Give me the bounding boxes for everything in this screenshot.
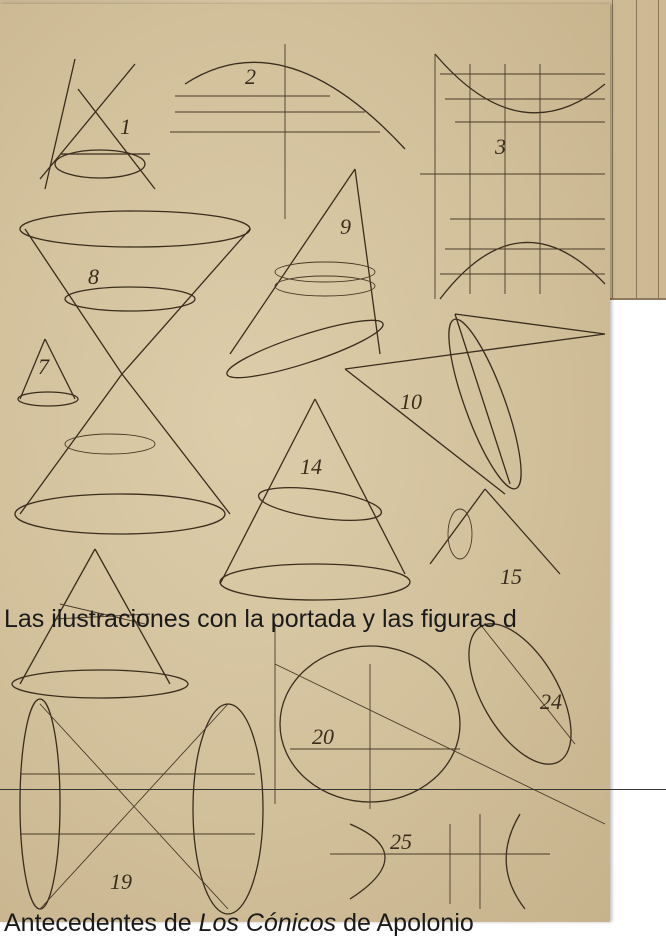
figure-number: 25 <box>390 829 412 854</box>
figure-8: 8 <box>14 210 251 535</box>
figure-number: 10 <box>400 389 422 414</box>
figure-25: 25 <box>330 813 550 910</box>
section-divider <box>0 789 666 790</box>
section-heading-suffix: de Apolonio <box>336 909 474 937</box>
figure-number: 7 <box>38 354 50 379</box>
page-rule-line <box>636 0 637 300</box>
conic-figures-drawing: 1 2 3 8 7 <box>11 44 606 915</box>
figure-number: 19 <box>110 869 132 894</box>
figure-7: 7 <box>17 338 79 407</box>
figure-24: 24 <box>468 623 576 765</box>
figure-20: 20 <box>274 624 606 825</box>
figure-19: 19 <box>19 698 264 915</box>
figure-number: 3 <box>494 134 506 159</box>
section-heading-prefix: Antecedentes de <box>4 909 199 937</box>
figure-number: 2 <box>245 64 256 89</box>
figure-9: 9 <box>226 168 384 379</box>
page-rule-line <box>612 0 613 300</box>
figure-14: 14 <box>219 398 411 601</box>
figure-number: 20 <box>312 724 334 749</box>
figure-number: 24 <box>540 689 562 714</box>
figure-1: 1 <box>39 58 156 190</box>
figure-10: 10 <box>344 313 606 495</box>
figure-2: 2 <box>170 44 406 219</box>
figure-number: 15 <box>500 564 522 589</box>
figure-15: 15 <box>429 488 561 589</box>
page-rule-line <box>658 0 659 300</box>
figure-number: 9 <box>340 214 351 239</box>
figure-lower-left <box>11 548 189 699</box>
figure-number: 8 <box>88 264 99 289</box>
section-heading: Antecedentes de Los Cónicos de Apolonio <box>4 908 474 938</box>
figure-number: 1 <box>120 114 131 139</box>
figure-number: 14 <box>300 454 322 479</box>
image-caption: Las ilustraciones con la portada y las f… <box>4 605 517 633</box>
section-heading-italic: Los Cónicos <box>198 909 337 937</box>
figure-3: 3 <box>420 53 606 300</box>
conic-figures-plate: 1 2 3 8 7 <box>0 4 610 922</box>
